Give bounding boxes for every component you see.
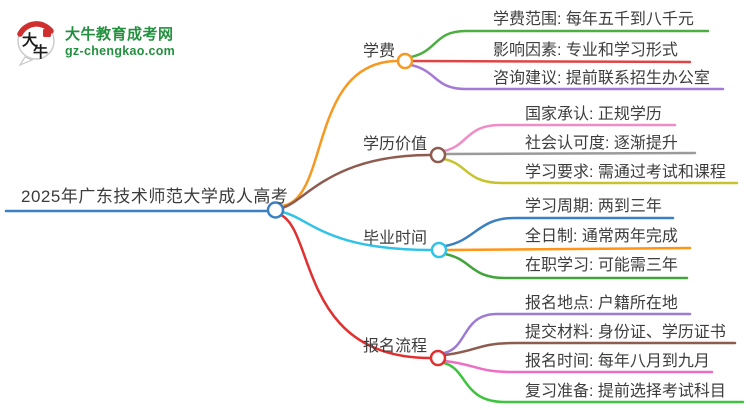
leaf-label-parttime: 在职学习: 可能需三年 bbox=[525, 257, 678, 274]
leaf-social-recognition-line bbox=[443, 151, 697, 156]
registration-node-circle bbox=[429, 349, 447, 367]
logo-red-arc-icon bbox=[17, 21, 54, 37]
root-node-circle bbox=[266, 201, 285, 219]
leaf-reg-materials-line bbox=[443, 341, 737, 357]
leaf-reg-time-line bbox=[443, 359, 714, 374]
leaf-review-prep-line bbox=[442, 361, 745, 404]
branch-label-graduation-time: 毕业时间 bbox=[363, 230, 428, 247]
leaf-state-recognized-line bbox=[442, 123, 677, 153]
leaf-label-tuition-range: 学费范围: 每年五千到八千元 bbox=[493, 11, 694, 28]
graduation-time-node-circle bbox=[430, 241, 448, 259]
seal-icon bbox=[43, 29, 51, 37]
logo-site-name: 大牛教育成考网 bbox=[65, 26, 174, 44]
leaf-tuition-factors-line bbox=[410, 59, 692, 64]
root-node-label: 2025年广东技术师范大学成人高考 bbox=[21, 187, 289, 206]
leaf-label-tuition-advice: 咨询建议: 提前联系招生办公室 bbox=[493, 70, 710, 87]
leaf-study-cycle-line bbox=[443, 216, 675, 248]
leaf-label-study-requirement: 学习要求: 需通过考试和课程 bbox=[525, 164, 726, 181]
leaf-reg-location-line bbox=[442, 312, 692, 355]
branch-label-registration: 报名流程 bbox=[363, 338, 428, 355]
degree-value-node-circle bbox=[429, 146, 447, 164]
leaf-parttime-line bbox=[443, 252, 689, 280]
leaf-label-tuition-factors: 影响因素: 专业和学习形式 bbox=[493, 42, 678, 59]
leaf-fulltime-line bbox=[444, 246, 692, 252]
daniu-logo-icon: 大 牛 bbox=[17, 21, 55, 66]
branch-label-tuition: 学费 bbox=[363, 43, 396, 60]
leaf-label-study-cycle: 学习周期: 两到三年 bbox=[525, 198, 662, 215]
tuition-node-circle bbox=[396, 52, 414, 70]
leaf-label-reg-location: 报名地点: 户籍所在地 bbox=[525, 295, 678, 312]
branch-tuition-line bbox=[280, 59, 400, 208]
site-logo: 大 牛 大牛教育成考网 gz-chengkao.com bbox=[16, 20, 175, 66]
logo-site-url: gz-chengkao.com bbox=[65, 43, 176, 58]
leaf-label-reg-materials: 提交材料: 身份证、学历证书 bbox=[525, 324, 726, 341]
leaf-label-fulltime: 全日制: 通常两年完成 bbox=[525, 228, 678, 245]
leaf-label-review-prep: 复习准备: 提前选择考试科目 bbox=[525, 383, 726, 400]
leaf-tuition-advice-line bbox=[409, 63, 725, 91]
leaf-label-state-recognized: 国家承认: 正规学历 bbox=[525, 106, 662, 123]
leaf-tuition-range-line bbox=[409, 29, 710, 59]
branch-degree-value-line bbox=[280, 153, 432, 210]
leaf-study-requirement-line bbox=[442, 157, 739, 185]
branch-graduation-time-line bbox=[280, 210, 434, 252]
logo-char-bottom: 牛 bbox=[33, 43, 48, 61]
logo-text-block: 大牛教育成考网 gz-chengkao.com bbox=[65, 27, 175, 59]
leaf-label-reg-time: 报名时间: 每年八月到九月 bbox=[525, 353, 710, 370]
logo-char-top: 大 bbox=[22, 31, 37, 49]
speech-bubble-tail bbox=[18, 56, 34, 66]
leaf-label-social-recognition: 社会认可度: 逐渐提升 bbox=[525, 135, 678, 152]
branch-registration-line bbox=[279, 213, 432, 360]
branch-label-degree-value: 学历价值 bbox=[363, 136, 428, 153]
